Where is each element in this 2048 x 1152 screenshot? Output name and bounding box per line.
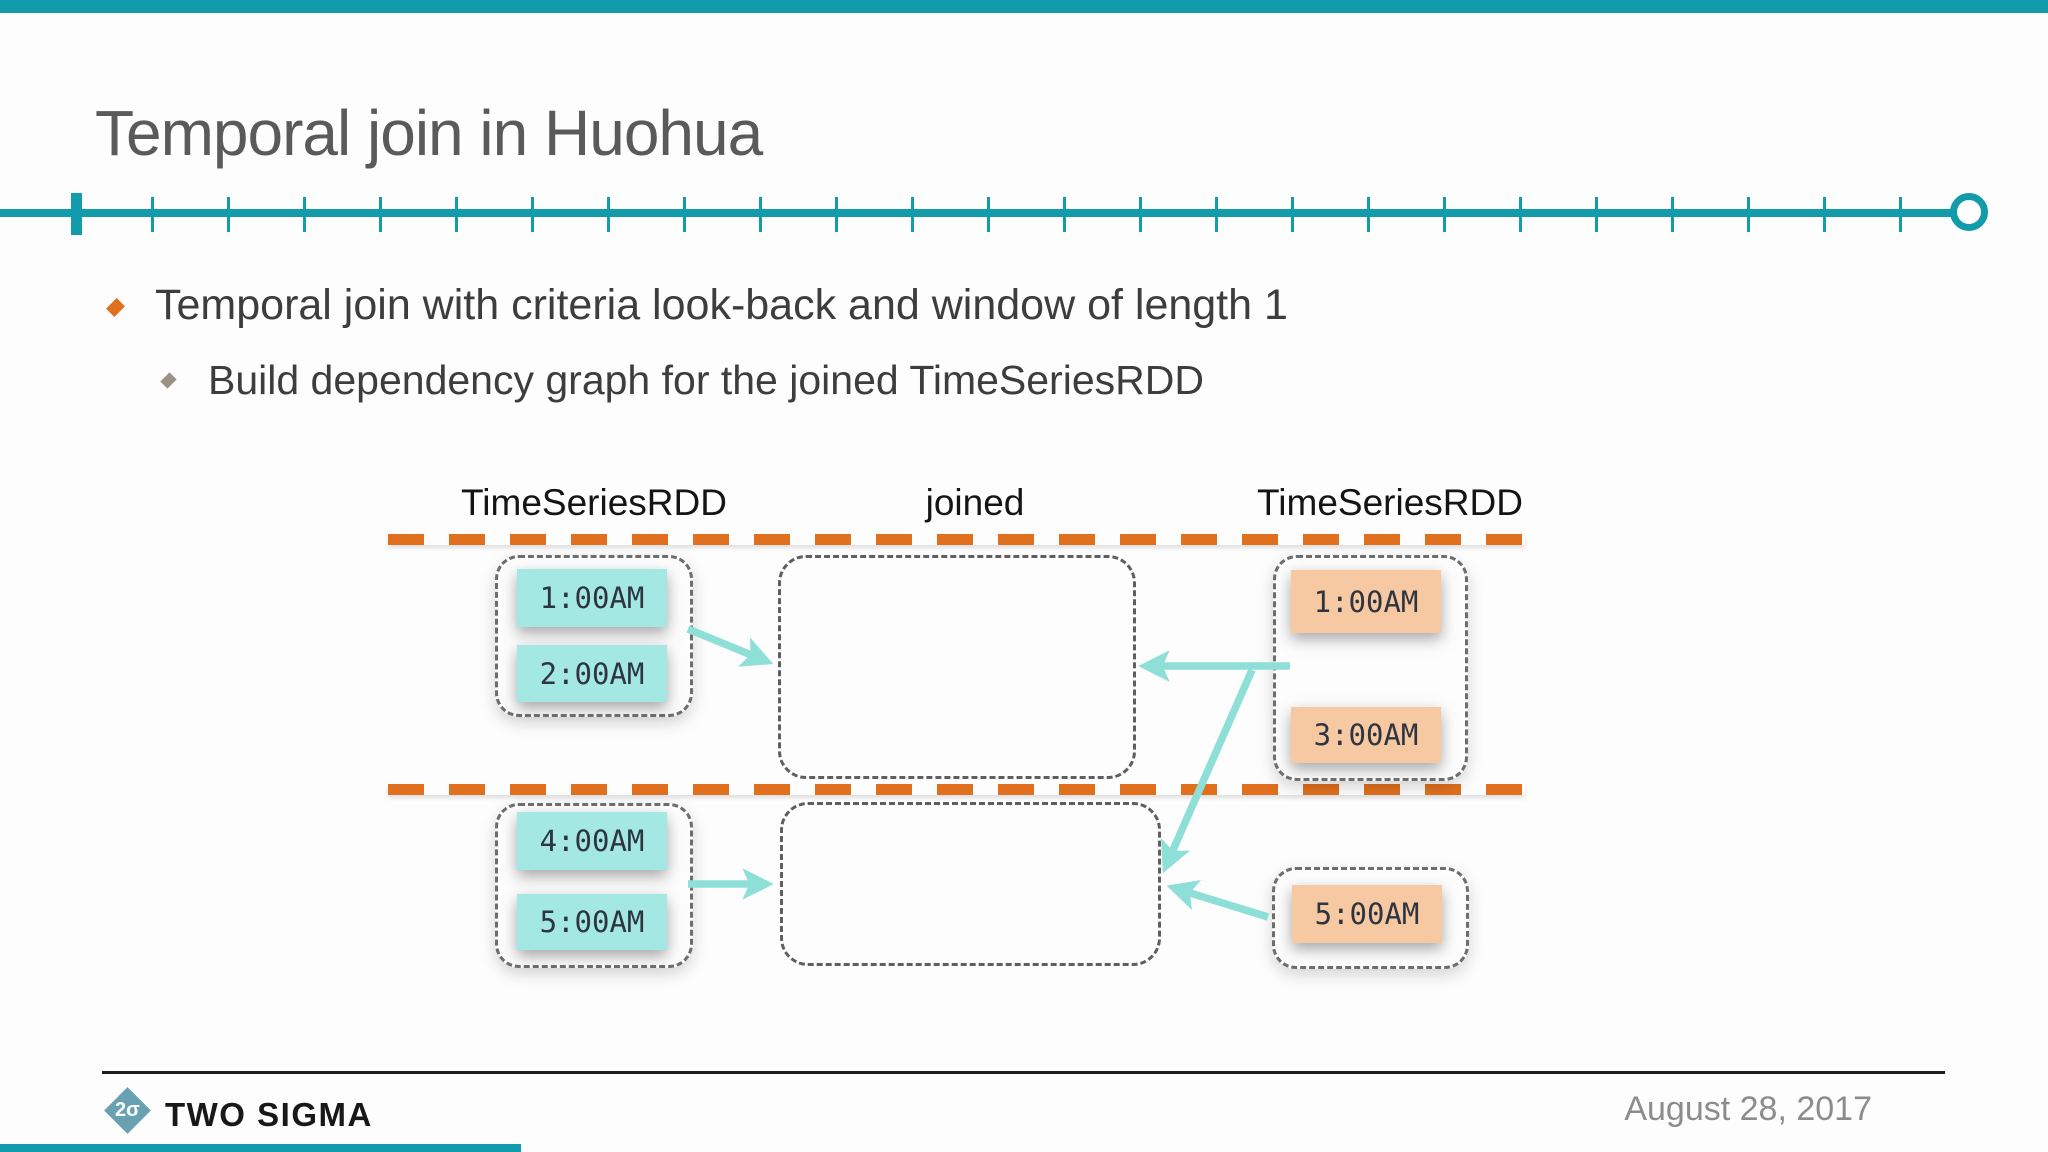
arrow-right-diagonal-icon [1161, 668, 1256, 874]
bullet-level2: Build dependency graph for the joined Ti… [208, 357, 1204, 403]
sub-bullet-diamond-icon [160, 372, 177, 389]
two-sigma-logo-icon: 2σ [104, 1087, 151, 1134]
time-cell: 5:00AM [517, 894, 667, 950]
time-cell: 4:00AM [517, 812, 667, 870]
partition-separator-bottom [388, 784, 1525, 795]
footer-divider [102, 1071, 1945, 1074]
time-cell: 1:00AM [517, 569, 667, 627]
timeline-ticks [75, 197, 1907, 232]
timeline-marker-tick [71, 193, 82, 235]
time-cell: 1:00AM [1291, 570, 1441, 633]
time-cell: 3:00AM [1291, 707, 1441, 763]
time-cell: 2:00AM [517, 645, 667, 702]
logo-glyph: 2σ [115, 1099, 140, 1121]
group-right-bottom [1272, 867, 1469, 969]
column-header-right: TimeSeriesRDD [1257, 482, 1523, 523]
bottom-progress-bar [0, 1144, 521, 1152]
timeline-end-circle-icon [1950, 193, 1988, 231]
bullet-level1: Temporal join with criteria look-back an… [155, 281, 1288, 329]
slide-date: August 28, 2017 [1624, 1090, 1872, 1128]
joined-box-top [778, 555, 1136, 779]
column-header-left: TimeSeriesRDD [461, 482, 727, 523]
bullet-diamond-icon [106, 298, 125, 317]
partition-separator-top [388, 534, 1525, 545]
brand-name: TWO SIGMA [165, 1096, 373, 1133]
slide-title: Temporal join in Huohua [95, 97, 763, 169]
arrow-right-bottom-icon [1166, 879, 1270, 921]
arrow-left-top-icon [686, 625, 774, 667]
time-cell: 5:00AM [1292, 885, 1442, 943]
top-accent-bar [0, 0, 2048, 13]
joined-box-bottom [780, 802, 1161, 966]
column-header-joined: joined [925, 482, 1025, 523]
